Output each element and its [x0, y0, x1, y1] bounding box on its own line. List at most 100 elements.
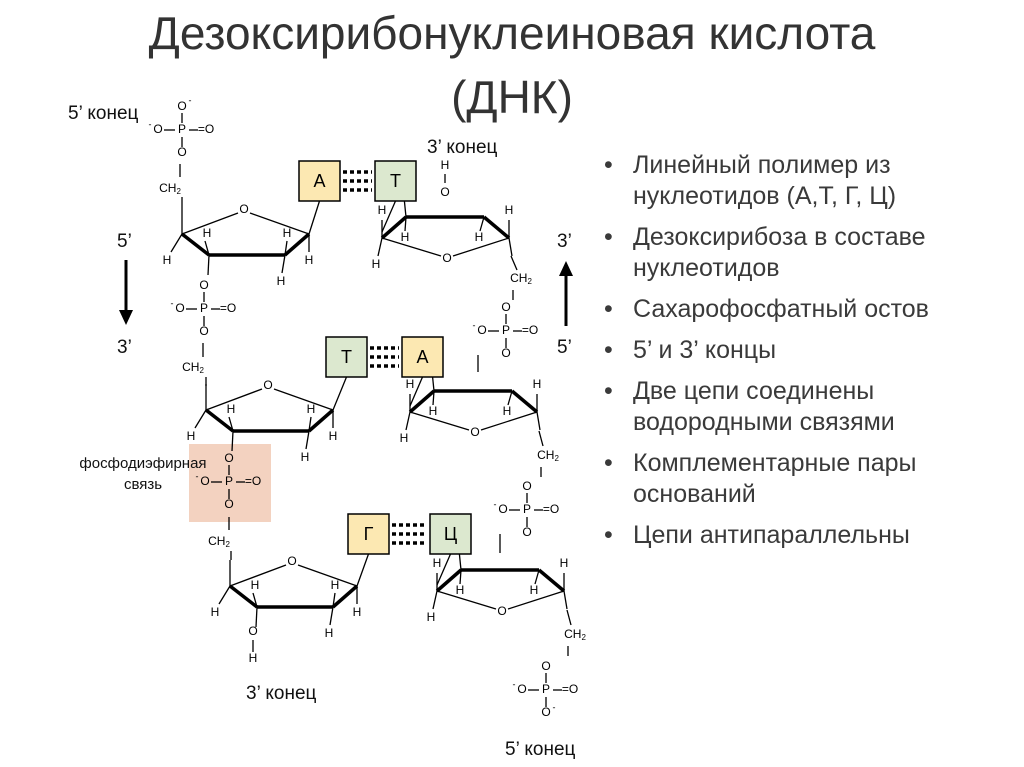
ch2-group: CH2 — [564, 627, 586, 642]
negative-charge: - — [171, 298, 174, 308]
hydrogen-atom: H — [251, 578, 260, 592]
base-letter: Т — [341, 347, 352, 367]
phosphorus-atom: P — [178, 122, 186, 136]
oxygen-atom: O — [522, 479, 531, 493]
base-box — [298, 160, 341, 202]
oxygen-atom: O — [199, 278, 208, 292]
hydrogen-atom: H — [325, 626, 334, 640]
end-label-left-top: 5’ конец — [68, 103, 139, 124]
chemical-bond — [452, 237, 510, 257]
bullet-dot: • — [604, 151, 613, 179]
hydrogen-atom: H — [427, 610, 436, 624]
negative-charge: - — [473, 320, 476, 330]
chemical-bond — [459, 569, 462, 585]
bullet-text: Линейный полимер из нуклеотидов (А,Т, Г,… — [633, 151, 897, 210]
bullet-dot: • — [604, 295, 613, 323]
hydrogen-atom: H — [203, 226, 212, 240]
bullet-text: Сахарофосфатный остов — [633, 295, 929, 323]
base-box — [325, 336, 368, 378]
hydrogen-atom: H — [331, 578, 340, 592]
hydrogen-atom: H — [372, 257, 381, 271]
end-label-right-top: 3’ конец — [427, 137, 498, 158]
phosphorus-atom: P — [200, 301, 208, 315]
glycosidic-bond — [356, 553, 370, 587]
bullet-dot: • — [604, 521, 613, 549]
hydrogen-atom: H — [503, 404, 512, 418]
bullet-dot: • — [604, 377, 613, 405]
phosphorus-atom: P — [502, 323, 510, 337]
base-box — [347, 513, 390, 555]
bullet-dot: • — [604, 223, 613, 251]
chemical-bond — [510, 389, 539, 414]
base-letter: Ц — [444, 524, 457, 544]
oxygen-atom: O — [224, 451, 233, 465]
chemical-bond — [181, 212, 239, 235]
left-direction-start: 5’ — [117, 231, 132, 252]
chemical-bond — [329, 606, 334, 626]
chemical-bond — [204, 408, 235, 433]
chemical-bond — [409, 411, 470, 431]
bullet-item: •5’ и 3’ концы — [598, 335, 1018, 366]
bullet-item: •Комплементарные пары оснований — [598, 448, 1018, 510]
phosphodiester-bond-highlight — [189, 444, 271, 522]
oxygen-atom: O — [501, 300, 510, 314]
chemical-bond — [180, 232, 211, 257]
chemical-bond — [507, 390, 513, 406]
chemical-bond — [507, 590, 565, 610]
glycosidic-bond — [308, 200, 321, 235]
base-box — [401, 336, 444, 378]
hydrogen-atom: H — [329, 429, 338, 443]
base-box — [429, 513, 472, 555]
oxygen-atom: O — [501, 346, 510, 360]
bond-label-line-1: фосфодиэфирная — [79, 455, 206, 472]
oxygen-atom: O — [248, 624, 257, 638]
dna-structure-diagram: 5’ конец 3’ конец 3’ конец 5’ конец 5’ 3… — [68, 95, 587, 760]
negative-charge: - — [553, 702, 556, 712]
ring-oxygen: O — [287, 554, 296, 568]
chemical-bond — [432, 390, 435, 406]
chemical-bond — [566, 609, 572, 626]
chemical-bond — [534, 569, 540, 585]
oxygen-atom: O — [541, 659, 550, 673]
hydrogen-atom: H — [530, 583, 539, 597]
hydrogen-atom: H — [249, 651, 258, 665]
phosphorus-atom: P — [225, 474, 233, 488]
hydrogen-atom: H — [475, 230, 484, 244]
ring-oxygen: O — [442, 251, 451, 265]
chemical-bond — [508, 237, 513, 257]
bullet-item: • Сахарофосфатный остов — [598, 294, 1018, 325]
negative-charge: - — [149, 119, 152, 129]
oxygen-atom: O — [177, 145, 186, 159]
chemical-bond — [305, 430, 310, 450]
double-bond-oxygen: =O — [245, 474, 261, 488]
ring-oxygen: O — [497, 604, 506, 618]
hydrogen-atom: H — [353, 605, 362, 619]
chemical-bond — [284, 240, 288, 256]
hydrogen-atom: H — [441, 158, 450, 172]
oxygen-atom: O — [199, 324, 208, 338]
hydrogen-atom: H — [406, 377, 415, 391]
chemical-bond — [252, 592, 258, 608]
glycosidic-bond — [409, 376, 424, 407]
chemical-bond — [537, 568, 566, 593]
hydrogen-atom: H — [433, 556, 442, 570]
hydrogen-atom: H — [378, 203, 387, 217]
glycosidic-bond — [332, 376, 348, 411]
hydrogen-atom: H — [283, 226, 292, 240]
bullet-text: Цепи антипараллельны — [633, 521, 910, 549]
chemical-bond — [563, 590, 568, 610]
chemical-bond — [194, 409, 207, 429]
negative-charge: - — [189, 95, 192, 105]
hydrogen-atom: H — [401, 230, 410, 244]
bullet-item: •Две цепи соединены водородными связями — [598, 376, 1018, 438]
base-letter: Г — [364, 524, 374, 544]
double-bond-oxygen: =O — [198, 122, 214, 136]
chemical-bond — [273, 388, 334, 411]
chemical-bond — [377, 237, 383, 257]
chemical-bond — [536, 411, 541, 431]
hydrogen-atom: H — [400, 431, 409, 445]
ch2-group: CH2 — [182, 360, 204, 375]
right-direction-start: 5’ — [557, 337, 572, 358]
